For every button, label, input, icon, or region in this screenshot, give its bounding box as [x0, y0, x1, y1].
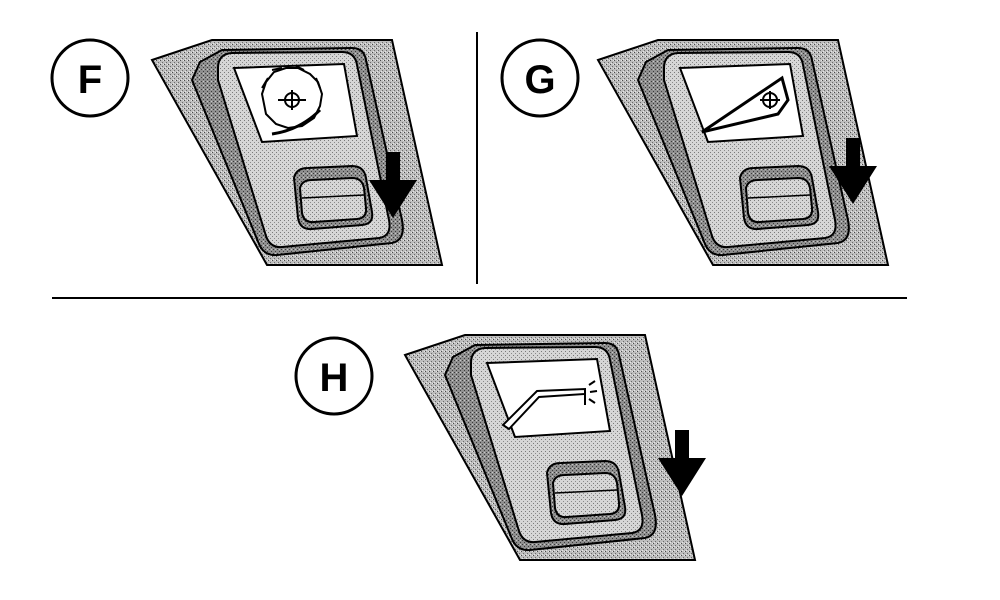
panel-h: H	[294, 334, 706, 561]
rocker-switch-h[interactable]	[404, 334, 696, 561]
callout-f: F	[50, 38, 130, 118]
callout-letter-g: G	[524, 58, 555, 102]
spray-boom-icon	[501, 380, 598, 431]
callout-h: H	[294, 336, 374, 416]
panel-f: F	[50, 38, 443, 266]
callout-letter-h: H	[320, 356, 349, 400]
rocker-switch-f[interactable]	[151, 39, 443, 266]
rocker-switch-g[interactable]	[597, 39, 889, 266]
panel-g: G	[500, 38, 889, 266]
incline-angle-icon	[701, 75, 790, 134]
rotating-cutter-icon	[260, 65, 324, 136]
callout-g: G	[500, 38, 580, 118]
callout-letter-f: F	[78, 58, 102, 102]
